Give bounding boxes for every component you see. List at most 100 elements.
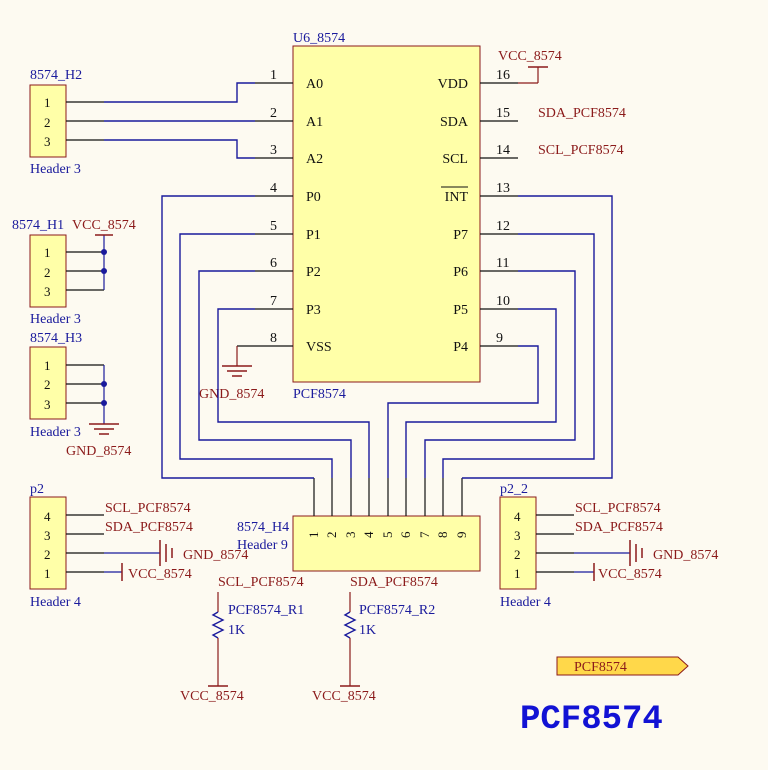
u6-ic: U6_8574 PCF8574 1 2 3 4	[255, 31, 518, 402]
p2-pin: 2	[44, 547, 51, 562]
h3-pin: 2	[44, 377, 51, 392]
header-8574-h4: 8574_H4 Header 9 1 2 3 4 5 6 7 8 9	[237, 478, 481, 572]
u6-pin-num: 4	[270, 181, 277, 196]
u6-pin-name: P1	[306, 228, 321, 243]
wires	[104, 82, 613, 479]
u6-pin-num: 9	[496, 331, 503, 346]
junction-dot	[101, 400, 107, 406]
u6-power-nets: VCC_8574 SDA_PCF8574 SCL_PCF8574	[498, 49, 626, 158]
h1-pin: 1	[44, 245, 51, 260]
sheet-port[interactable]: PCF8574	[556, 656, 689, 676]
h4-body	[292, 515, 481, 572]
r2-refdes: PCF8574_R2	[359, 603, 435, 618]
p2-sda-label: SDA_PCF8574	[105, 520, 193, 535]
p2-2-vcc-label: VCC_8574	[598, 567, 662, 582]
r2-value: 1K	[359, 623, 376, 638]
p2-vcc-label: VCC_8574	[128, 567, 192, 582]
u6-left-pin-stubs	[255, 82, 293, 347]
h1-body	[29, 234, 67, 308]
p2-2-body	[499, 496, 537, 590]
p2-2-refdes: p2_2	[500, 482, 528, 497]
h2-body	[29, 84, 67, 158]
u6-pin-name: P0	[306, 190, 321, 205]
header-p2: p2 4 3 2 1 Header 4 SCL_PCF8574 SDA_PCF8…	[29, 482, 248, 610]
resistor-symbol	[211, 611, 225, 639]
port-arrow-shape	[556, 656, 689, 676]
p2-pin: 3	[44, 528, 51, 543]
h4-pin: 6	[398, 531, 413, 538]
h1-refdes: 8574_H1	[12, 218, 64, 233]
h3-pin: 1	[44, 358, 51, 373]
u6-right-pin-stubs	[480, 82, 518, 347]
h1-pin: 2	[44, 265, 51, 280]
u6-pin-name: A0	[306, 77, 323, 92]
u6-pin-num: 15	[496, 106, 510, 121]
p2-refdes: p2	[30, 482, 44, 497]
port-label: PCF8574	[574, 660, 627, 675]
u6-pin-num: 7	[270, 294, 277, 309]
h3-refdes: 8574_H3	[30, 331, 82, 346]
vss-gnd-label: GND_8574	[199, 387, 264, 402]
u6-pin-name: SDA	[440, 115, 469, 130]
header-8574-h2: 8574_H2 1 2 3 Header 3	[29, 68, 104, 177]
r1-refdes: PCF8574_R1	[228, 603, 304, 618]
h2-pin: 2	[44, 115, 51, 130]
h1-type: Header 3	[30, 312, 81, 327]
wire-p4	[387, 345, 539, 478]
r1-top-net-label: SCL_PCF8574	[218, 575, 304, 590]
p2-body	[29, 496, 67, 590]
header-8574-h3: 8574_H3 1 2 3 Header 3 GND_8574	[29, 331, 131, 459]
u6-pin-name: P5	[453, 303, 468, 318]
wire-p3	[217, 308, 370, 478]
u6-pin-name: A1	[306, 115, 323, 130]
u6-pin-num: 14	[496, 143, 510, 158]
p2-2-pin: 3	[514, 528, 521, 543]
wire-a2	[104, 139, 255, 159]
u6-pin-num: 10	[496, 294, 510, 309]
p2-2-type: Header 4	[500, 595, 551, 610]
h3-gnd-label: GND_8574	[66, 444, 131, 459]
u6-pin-num: 1	[270, 68, 277, 83]
h2-pin: 1	[44, 95, 51, 110]
u6-part-name: PCF8574	[293, 387, 346, 402]
resistor-r1: SCL_PCF8574 PCF8574_R1 1K VCC_8574	[180, 575, 304, 704]
r1-vcc-label: VCC_8574	[180, 689, 244, 704]
u6-pin-num: 6	[270, 256, 277, 271]
p2-2-gnd-label: GND_8574	[653, 548, 718, 563]
p2-scl-label: SCL_PCF8574	[105, 501, 191, 516]
h3-body	[29, 346, 67, 420]
u6-pin-name: SCL	[442, 152, 468, 167]
resistor-r2: SDA_PCF8574 PCF8574_R2 1K VCC_8574	[312, 575, 438, 704]
p2-2-pin: 4	[514, 509, 521, 524]
p2-pin: 4	[44, 509, 51, 524]
wire-p5	[405, 308, 557, 478]
u6-pin-num: 16	[496, 68, 510, 83]
u6-pin-name: VDD	[438, 77, 468, 92]
h4-pin: 2	[324, 532, 339, 539]
u6-pin-num: 12	[496, 219, 510, 234]
junction-dot	[101, 381, 107, 387]
vdd-net-label: VCC_8574	[498, 49, 562, 64]
h2-type: Header 3	[30, 162, 81, 177]
u6-vss-ground: GND_8574	[199, 345, 264, 402]
u6-pin-name-int: INT	[445, 190, 469, 205]
wire-p6	[424, 270, 576, 478]
r1-value: 1K	[228, 623, 245, 638]
h1-pin: 3	[44, 284, 51, 299]
scl-net-label: SCL_PCF8574	[538, 143, 624, 158]
u6-pin-name: P6	[453, 265, 468, 280]
u6-pin-num: 3	[270, 143, 277, 158]
p2-2-pin: 1	[514, 566, 521, 581]
header-8574-h1: 8574_H1 1 2 3 Header 3 VCC_8574	[12, 218, 136, 327]
u6-refdes: U6_8574	[293, 31, 345, 46]
p2-2-scl-label: SCL_PCF8574	[575, 501, 661, 516]
h4-refdes: 8574_H4	[237, 520, 289, 535]
h4-type: Header 9	[237, 538, 288, 553]
u6-pin-name: P2	[306, 265, 321, 280]
u6-pin-name: P3	[306, 303, 321, 318]
h3-type: Header 3	[30, 425, 81, 440]
h2-pin: 3	[44, 134, 51, 149]
u6-pin-name: P7	[453, 228, 468, 243]
wire-a0	[104, 82, 255, 103]
